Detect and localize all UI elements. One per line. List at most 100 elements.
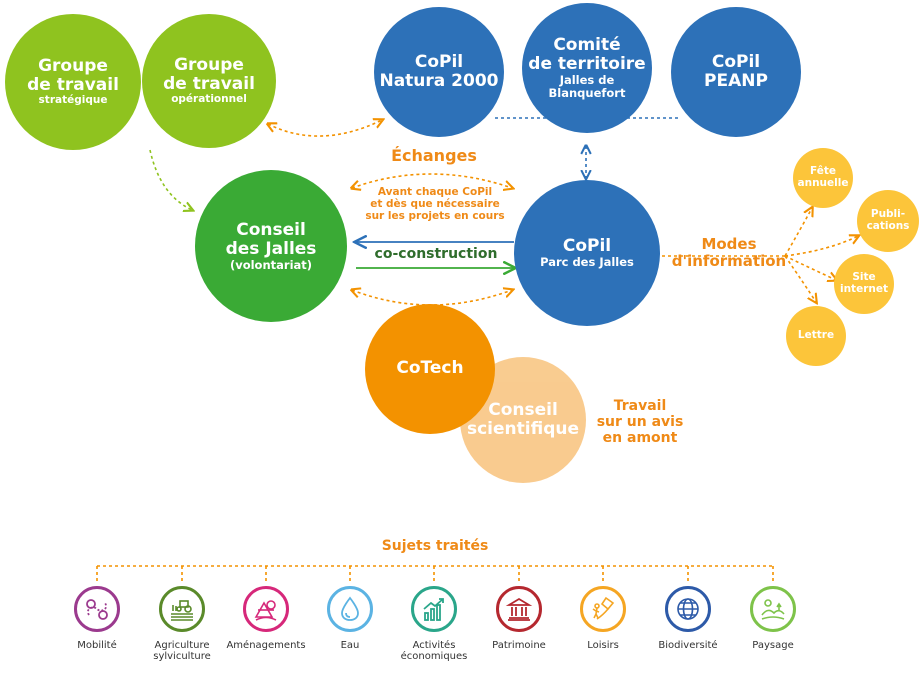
modes-information-label: Modes d'information xyxy=(670,235,788,271)
travail-avis-label: Travail sur un avis en amont xyxy=(592,398,688,446)
topic-label: Loisirs xyxy=(557,640,649,652)
topic-biodiversite: Biodiversité xyxy=(642,586,734,652)
topic-label-line: Eau xyxy=(340,640,360,651)
sujets-traites-title: Sujets traités xyxy=(381,538,489,554)
topic-label: Mobilité xyxy=(51,640,143,652)
node-line: Groupe xyxy=(38,56,108,77)
node-line: stratégique xyxy=(38,94,108,107)
bubble-line: cations xyxy=(866,220,910,232)
topic-label: Patrimoine xyxy=(473,640,565,652)
label-line: sur un avis xyxy=(596,414,684,431)
topic-label-line: Mobilité xyxy=(77,640,117,651)
fete-annuelle-bubble: Fête annuelle xyxy=(793,148,853,208)
label-line: Travail xyxy=(613,398,667,414)
label-line: d'information xyxy=(671,252,787,271)
bubble-line: Lettre xyxy=(797,329,835,342)
topic-label: Eau xyxy=(304,640,396,652)
monument-icon xyxy=(496,586,542,632)
landscape-icon xyxy=(750,586,796,632)
topic-label: Biodiversité xyxy=(642,640,734,652)
echanges-top-arrow xyxy=(352,173,512,188)
groupe-travail-operationnel-node: Groupe de travail opérationnel xyxy=(142,14,276,148)
topic-label-line: sylviculture xyxy=(153,650,211,662)
echanges-label: Échanges xyxy=(391,146,477,165)
label-line: en amont xyxy=(602,430,678,447)
echanges-bottom-arrow xyxy=(352,290,512,306)
node-line: CoTech xyxy=(396,358,464,379)
gt-operationnel-to-copil-natura-arrow xyxy=(268,120,382,137)
node-line: des Jalles xyxy=(225,238,317,259)
copil-parc-des-jalles-node: CoPil Parc des Jalles xyxy=(514,180,660,326)
topic-label-line: Activités xyxy=(412,640,456,651)
topic-patrimoine: Patrimoine xyxy=(473,586,565,652)
lettre-bubble: Lettre xyxy=(786,306,846,366)
label-line: Modes xyxy=(701,235,757,253)
node-line: CoPil xyxy=(414,51,464,72)
planning-icon xyxy=(243,586,289,632)
publications-bubble: Publi- cations xyxy=(857,190,919,252)
note-line: sur les projets en cours xyxy=(365,210,505,223)
bubble-line: annuelle xyxy=(797,177,849,189)
topic-label-line: Agriculture xyxy=(154,640,210,651)
topic-loisirs: Loisirs xyxy=(557,586,649,652)
node-line: CoPil xyxy=(711,51,761,72)
cotech-node: CoTech xyxy=(365,304,495,434)
node-line: de travail xyxy=(163,74,255,95)
node-line: Natura 2000 xyxy=(379,71,499,91)
topic-label-line: Patrimoine xyxy=(492,640,546,651)
conseil-des-jalles-node: Conseil des Jalles (volontariat) xyxy=(195,170,347,322)
topic-label-line: Biodiversité xyxy=(658,640,718,651)
site-internet-bubble: Site internet xyxy=(834,254,894,314)
sujets-traites-bracket xyxy=(96,565,774,583)
node-line: Conseil xyxy=(488,399,558,420)
topic-label-line: Loisirs xyxy=(587,640,619,651)
node-line: CoPil xyxy=(562,236,612,257)
topic-label: Paysage xyxy=(727,640,819,652)
note-line: et dès que nécessaire xyxy=(370,198,500,211)
modes-information-connectors xyxy=(650,208,858,302)
gt-strategique-to-conseil-arrow xyxy=(149,149,192,210)
chart-growth-icon xyxy=(411,586,457,632)
node-line: Groupe xyxy=(174,55,244,76)
topic-label-line: Paysage xyxy=(752,640,794,651)
groupe-travail-strategique-node: Groupe de travail stratégique xyxy=(5,14,141,150)
bubble-line: Site xyxy=(852,271,876,284)
topic-amenagements: Aménagements xyxy=(220,586,312,652)
topic-label: Aménagements xyxy=(220,640,312,652)
bubble-line: Fête xyxy=(809,165,836,178)
copil-natura-2000-node: CoPil Natura 2000 xyxy=(374,7,504,137)
water-drop-icon xyxy=(327,586,373,632)
node-line: (volontariat) xyxy=(229,257,313,272)
copil-peanp-node: CoPil PEANP xyxy=(671,7,801,137)
topic-eau: Eau xyxy=(304,586,396,652)
node-line: Blanquefort xyxy=(548,86,626,101)
avant-chaque-copil-note: Avant chaque CoPil et dès que nécessaire… xyxy=(350,186,520,222)
mobility-icon xyxy=(74,586,120,632)
tractor-icon xyxy=(159,586,205,632)
topic-label-line: économiques xyxy=(400,650,468,662)
node-line: Parc des Jalles xyxy=(540,255,634,270)
comite-territoire-node: Comité de territoire Jalles de Blanquefo… xyxy=(522,3,652,133)
node-line: Jalles de xyxy=(559,73,615,88)
node-line: de travail xyxy=(27,75,119,96)
node-line: scientifique xyxy=(466,419,579,439)
kite-icon xyxy=(580,586,626,632)
globe-icon xyxy=(665,586,711,632)
topic-paysage: Paysage xyxy=(727,586,819,652)
node-line: de territoire xyxy=(528,54,646,75)
bubble-line: internet xyxy=(839,283,888,295)
note-line: Avant chaque CoPil xyxy=(377,186,493,198)
bubble-line: Publi- xyxy=(870,208,906,221)
node-line: Comité xyxy=(553,35,621,56)
node-line: opérationnel xyxy=(171,93,247,106)
co-construction-label: co-construction xyxy=(374,246,498,262)
topic-label-line: Aménagements xyxy=(226,640,306,651)
topic-mobilite: Mobilité xyxy=(51,586,143,652)
node-line: Conseil xyxy=(236,219,306,240)
node-line: PEANP xyxy=(704,71,768,91)
